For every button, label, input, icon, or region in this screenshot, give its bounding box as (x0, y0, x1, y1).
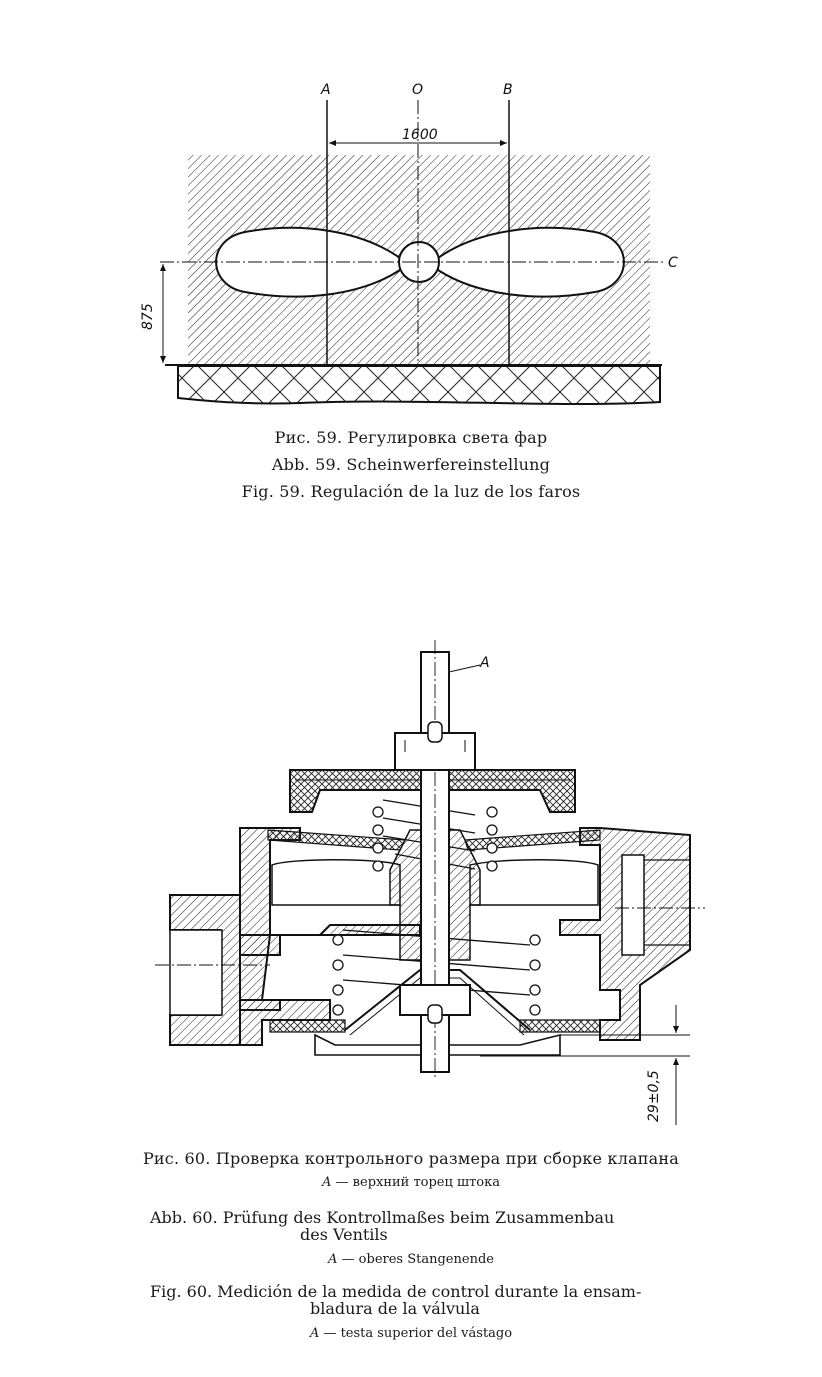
label-width: 1600 (402, 127, 438, 143)
legend-text: — testa superior del vástago (323, 1326, 513, 1341)
caption-es-line1: Fig. 60. Medición de la medida de contro… (150, 1282, 642, 1301)
figure60-caption-de: Abb. 60. Prüfung des Kontrollmaßes beim … (150, 1209, 700, 1243)
label-dimension: 29±0,5 (646, 1070, 662, 1122)
valve-assembly-drawing: A 29±0,5 (155, 640, 705, 1125)
figure60-legend-es: A — testa superior del vástago (0, 1326, 822, 1341)
figure60-caption-ru: Рис. 60. Проверка контрольного размера п… (142, 1149, 680, 1168)
label-c: C (668, 255, 678, 271)
legend-text: — верхний торец штока (335, 1175, 500, 1190)
label-height: 875 (140, 303, 156, 330)
figure60-caption-es: Fig. 60. Medición de la medida de contro… (150, 1283, 700, 1317)
label-a: A (479, 655, 490, 671)
right-outlet-port (621, 854, 645, 956)
legend-letter: A (309, 1326, 320, 1341)
caption-de-line1: Abb. 60. Prüfung des Kontrollmaßes beim … (150, 1208, 615, 1227)
legend-letter: A (328, 1252, 338, 1267)
caption-es-line2: bladura de la válvula (310, 1299, 480, 1318)
figure59-caption-de: Abb. 59. Scheinwerfereinstellung (271, 455, 551, 474)
bottom-nut (399, 984, 471, 1016)
label-b: B (503, 82, 513, 98)
figure60-legend-ru: A — верхний торец штока (0, 1175, 822, 1190)
label-a: A (320, 82, 331, 98)
legend-letter: A (322, 1175, 332, 1190)
headlight-adjustment-diagram: A O B C 1600 875 (140, 82, 678, 405)
figure59-caption-ru: Рис. 59. Регулировка света фар (274, 428, 548, 447)
caption-de-line2: des Ventils (300, 1225, 388, 1244)
figure59-caption-es: Fig. 59. Regulación de la luz de los far… (241, 482, 581, 501)
ground (177, 365, 661, 405)
legend-text: — oberes Stangenende (341, 1252, 494, 1267)
figure60-legend-de: A — oberes Stangenende (0, 1252, 822, 1267)
label-o: O (412, 82, 423, 98)
light-beam-pattern (215, 226, 625, 298)
top-nut (394, 732, 476, 771)
